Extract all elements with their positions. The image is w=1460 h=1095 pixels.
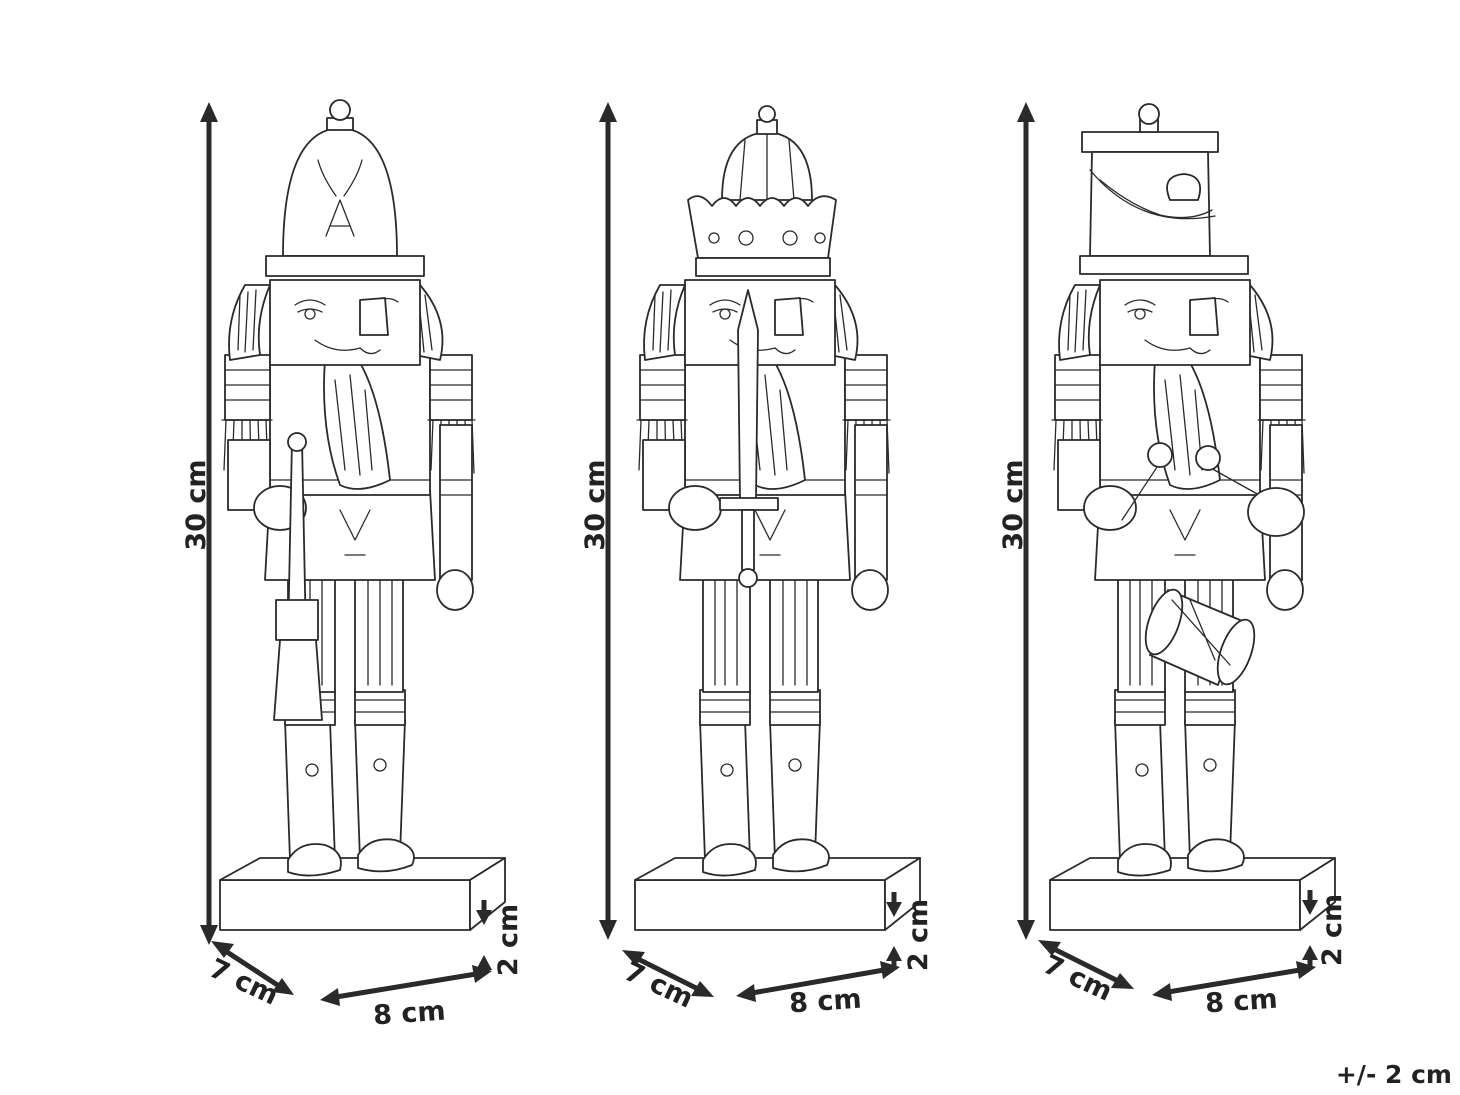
crown-hat xyxy=(687,105,837,277)
width-label: 8 cm xyxy=(788,984,862,1020)
helmet-hat xyxy=(265,99,425,277)
base-height-label: 2 cm xyxy=(1317,894,1348,966)
nutcracker-drummer xyxy=(1049,103,1336,931)
nutcracker-trumpeter xyxy=(219,99,506,931)
base-height-label: 2 cm xyxy=(493,904,524,976)
width-label: 8 cm xyxy=(372,996,446,1032)
height-label: 30 cm xyxy=(580,459,611,550)
depth-label: 7 cm xyxy=(1038,949,1117,1008)
height-label: 30 cm xyxy=(998,459,1029,550)
nutcracker-king xyxy=(634,105,921,931)
base-height-label: 2 cm xyxy=(903,899,934,971)
trumpet xyxy=(273,432,323,721)
width-label: 8 cm xyxy=(1204,984,1278,1020)
tolerance-note: +/- 2 cm xyxy=(1335,1060,1452,1089)
sword xyxy=(719,289,779,588)
height-label: 30 cm xyxy=(181,459,212,550)
depth-label: 7 cm xyxy=(619,956,698,1015)
drum xyxy=(1121,442,1305,686)
shako-hat xyxy=(1079,103,1249,275)
